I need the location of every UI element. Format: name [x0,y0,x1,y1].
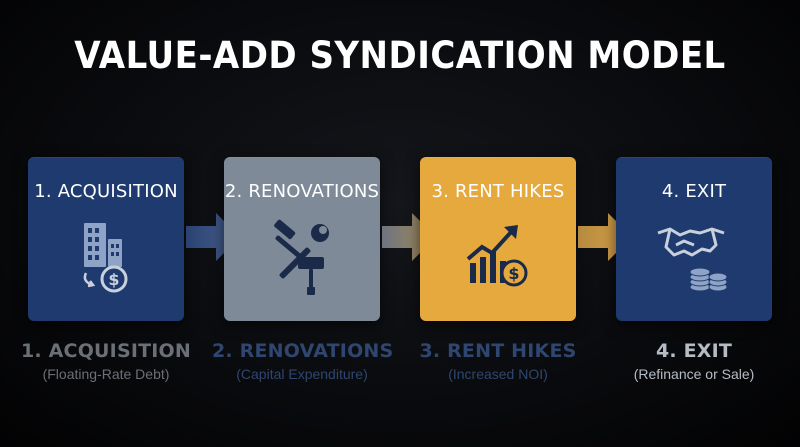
caption-exit: 4. EXIT (Refinance or Sale) [604,340,784,382]
step-box-renovations: 2. RENOVATIONS [224,157,380,321]
step-box-exit: 4. EXIT [616,157,772,321]
step-box-acquisition: 1. ACQUISITION $ [28,157,184,321]
step-label-rent-hikes: 3. RENT HIKES [431,181,565,202]
caption-title-acquisition: 1. ACQUISITION [21,340,191,362]
building-dollar-icon: $ [83,223,128,293]
caption-sub-rent-hikes: (Increased NOI) [448,366,548,382]
svg-text:$: $ [108,270,119,289]
caption-acquisition: 1. ACQUISITION (Floating-Rate Debt) [16,340,196,382]
caption-sub-acquisition: (Floating-Rate Debt) [42,366,170,382]
step-box-rent-hikes: 3. RENT HIKES $ [420,157,576,321]
growth-chart-dollar-icon: $ [466,225,528,287]
step-label-acquisition: 1. ACQUISITION [34,181,178,202]
caption-sub-exit: (Refinance or Sale) [633,366,755,382]
caption-rent-hikes: 3. RENT HIKES (Increased NOI) [408,340,588,382]
step-label-renovations: 2. RENOVATIONS [224,181,380,202]
handshake-coins-icon [657,227,728,292]
caption-sub-renovations: (Capital Expenditure) [236,366,368,382]
step-label-exit: 4. EXIT [661,181,727,202]
diagram-title: VALUE-ADD SYNDICATION MODEL [74,34,726,77]
hammer-wrench-roller-icon [274,219,329,295]
caption-title-exit: 4. EXIT [655,340,733,362]
caption-title-rent-hikes: 3. RENT HIKES [419,340,577,362]
svg-text:$: $ [508,264,519,283]
caption-title-renovations: 2. RENOVATIONS [212,340,394,362]
caption-renovations: 2. RENOVATIONS (Capital Expenditure) [212,340,394,382]
